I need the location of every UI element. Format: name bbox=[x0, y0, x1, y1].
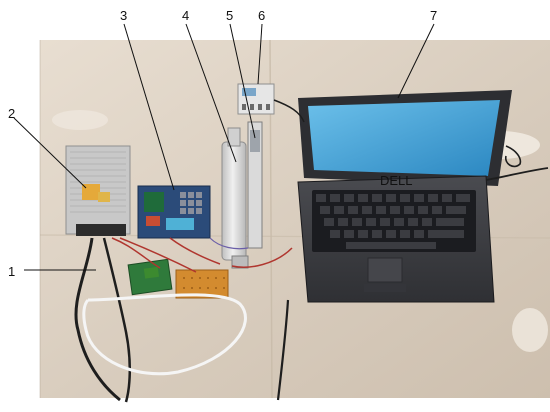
linear-actuator bbox=[221, 127, 249, 269]
callout-2: 2 bbox=[8, 106, 15, 121]
driver-board bbox=[127, 258, 173, 296]
callout-7: 7 bbox=[430, 8, 437, 23]
callout-6: 6 bbox=[258, 8, 265, 23]
data-acquisition-module bbox=[237, 83, 275, 115]
callout-leaders bbox=[13, 23, 435, 271]
cables bbox=[74, 99, 549, 403]
displacement-sensor bbox=[247, 121, 263, 249]
callout-1: 1 bbox=[8, 264, 15, 279]
callout-4: 4 bbox=[182, 8, 189, 23]
laptop-badge: DELL bbox=[380, 173, 413, 188]
perf-board bbox=[175, 269, 229, 299]
laptop: DELL bbox=[297, 90, 512, 303]
callout-5: 5 bbox=[226, 8, 233, 23]
controller-board bbox=[137, 185, 211, 239]
power-supply bbox=[65, 145, 131, 236]
callout-3: 3 bbox=[120, 8, 127, 23]
